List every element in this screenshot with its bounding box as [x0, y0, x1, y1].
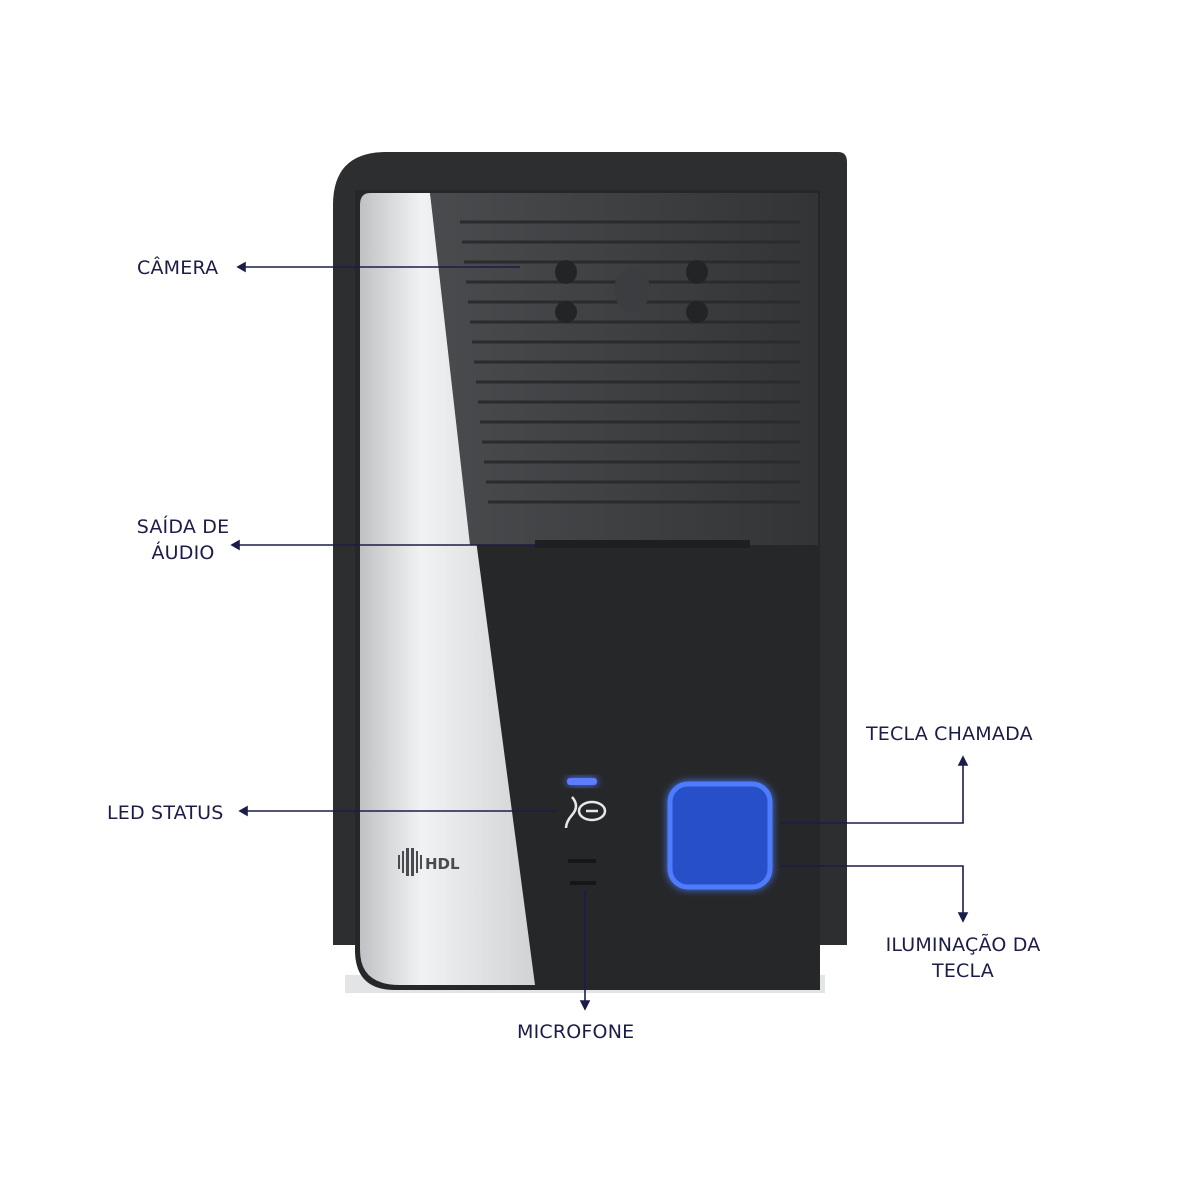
camera-lens	[614, 268, 650, 312]
key-light-leader	[780, 865, 964, 914]
label-key-lighting-line2: TECLA	[932, 960, 994, 982]
label-call-key: TECLA CHAMADA	[866, 723, 1033, 745]
call-key-button[interactable]	[667, 781, 773, 890]
leader-lines	[230, 261, 969, 1011]
hdl-logo: HDL	[398, 848, 460, 876]
svg-text:HDL: HDL	[425, 855, 460, 873]
led-arrow-icon	[238, 805, 248, 817]
microphone-holes	[568, 859, 596, 885]
label-key-lighting-line1: ILUMINAÇÃO DA	[885, 934, 1041, 956]
label-audio-output-line2: ÁUDIO	[151, 542, 215, 564]
label-key-lighting: ILUMINAÇÃO DA TECLA	[868, 932, 1058, 984]
camera-arrow-icon	[236, 261, 246, 273]
key-light-arrow-icon	[957, 912, 969, 923]
label-led-status: LED STATUS	[107, 802, 224, 824]
label-audio-output: SAÍDA DE ÁUDIO	[133, 514, 233, 566]
label-camera: CÂMERA	[137, 257, 219, 279]
audio-output-slot	[535, 540, 750, 548]
microphone-arrow-icon	[579, 1000, 591, 1011]
camera-ir-leds	[555, 260, 708, 323]
call-key-leader	[780, 764, 964, 824]
speaker-grille	[430, 193, 818, 545]
talk-icon	[564, 796, 607, 829]
label-audio-output-line1: SAÍDA DE	[136, 516, 230, 538]
call-key-arrow-icon	[957, 755, 969, 766]
audio-arrow-icon	[230, 539, 240, 551]
silver-side-panel	[360, 193, 535, 985]
led-status-indicator	[567, 778, 597, 785]
label-microphone: MICROFONE	[517, 1021, 635, 1043]
